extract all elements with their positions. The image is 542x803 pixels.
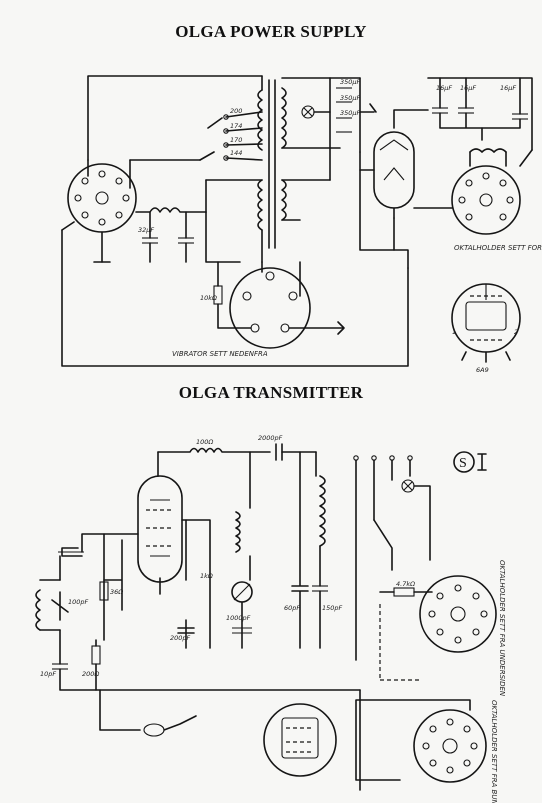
voltage-selector: 174 170 144 200 (129, 107, 263, 161)
transformer (205, 75, 341, 263)
vibrator-label: VIBRATOR SETT NEDENFRA (172, 350, 268, 358)
octal-holder-under: 4.7kΩ OKTALHOLDER SETT FRA UNDERSIDEN (379, 560, 506, 697)
octal-holder-under-label: OKTALHOLDER SETT FRA UNDERSIDEN (498, 560, 506, 697)
tap-170-label: 170 (230, 136, 242, 144)
pin-1-label: 1 (452, 328, 456, 336)
cap-60-label: 60pF (284, 604, 300, 612)
tube-6a9-sketch: 1 2 6A9 (451, 283, 521, 374)
octal-holder-bottom: OKTALHOLDER SETT FRA BUNN (355, 699, 498, 803)
transmitter-circuit: 100Ω 2000pF 1kΩ 1000pF 60pF 150pF (35, 434, 506, 803)
resistor-200-label: 200Ω (82, 670, 99, 678)
tap-144-label: 144 (230, 149, 242, 157)
transmitter-title: OLGA TRANSMITTER (178, 383, 364, 402)
input-circuit: 100pF 36Ω 200Ω 10pF 200pF (35, 519, 361, 737)
resistor-100-label: 100Ω (196, 438, 213, 446)
cap-350-2-label: 350μF (340, 94, 361, 102)
resistor-10k-label: 10kΩ (200, 294, 217, 302)
transmitter-tube (137, 451, 183, 595)
right-filter-caps: 16μF 16μF 16μF (427, 77, 533, 151)
cap-350-1-label: 350μF (340, 78, 361, 86)
cap-32-label: 32μF (138, 226, 154, 234)
rectifier-tube (359, 109, 429, 219)
resistor-36-label: 36Ω (110, 588, 123, 596)
cap-16-3-label: 16μF (500, 84, 516, 92)
left-octal-socket (61, 159, 137, 263)
cap-2000-label: 2000pF (258, 434, 283, 442)
power-supply-circuit: 174 170 144 200 (61, 75, 542, 374)
cap-350-3-label: 350μF (340, 109, 361, 117)
power-supply-title: OLGA POWER SUPPLY (175, 22, 367, 41)
cap-16-2-label: 16μF (460, 84, 476, 92)
cap-100-label: 100pF (68, 598, 89, 606)
output-terminals (353, 455, 431, 661)
s-symbol-label: S (459, 456, 467, 471)
octal-holder-bottom-label: OKTALHOLDER SETT FRA BUNN (490, 700, 498, 803)
tap-174-label: 174 (230, 122, 242, 130)
resistor-4k7-label: 4.7kΩ (396, 580, 415, 588)
bottom-tube-sketch (263, 689, 361, 791)
cap-150-label: 150pF (322, 604, 343, 612)
secondary-caps: 350μF 350μF 350μF (301, 77, 377, 181)
right-octal-holder: OKTALHOLDER SETT FORFRA (393, 127, 542, 252)
s-symbol: S (453, 451, 487, 473)
vibrator-socket: 10kΩ VIBRATOR SETT NEDENFRA (172, 211, 345, 358)
cap-200-label: 200pF (170, 634, 191, 642)
pin-2-label: 2 (514, 328, 518, 336)
cap-16-1-label: 16μF (436, 84, 452, 92)
resistor-1k-label: 1kΩ (200, 572, 213, 580)
cap-10-label: 10pF (40, 670, 56, 678)
filter-choke: 32μF (135, 179, 207, 263)
cap-1000-label: 1000pF (226, 614, 251, 622)
octal-holder-front-label: OKTALHOLDER SETT FORFRA (454, 244, 542, 252)
tap-200-label: 200 (230, 107, 242, 115)
tube-6a9-label: 6A9 (476, 366, 489, 374)
